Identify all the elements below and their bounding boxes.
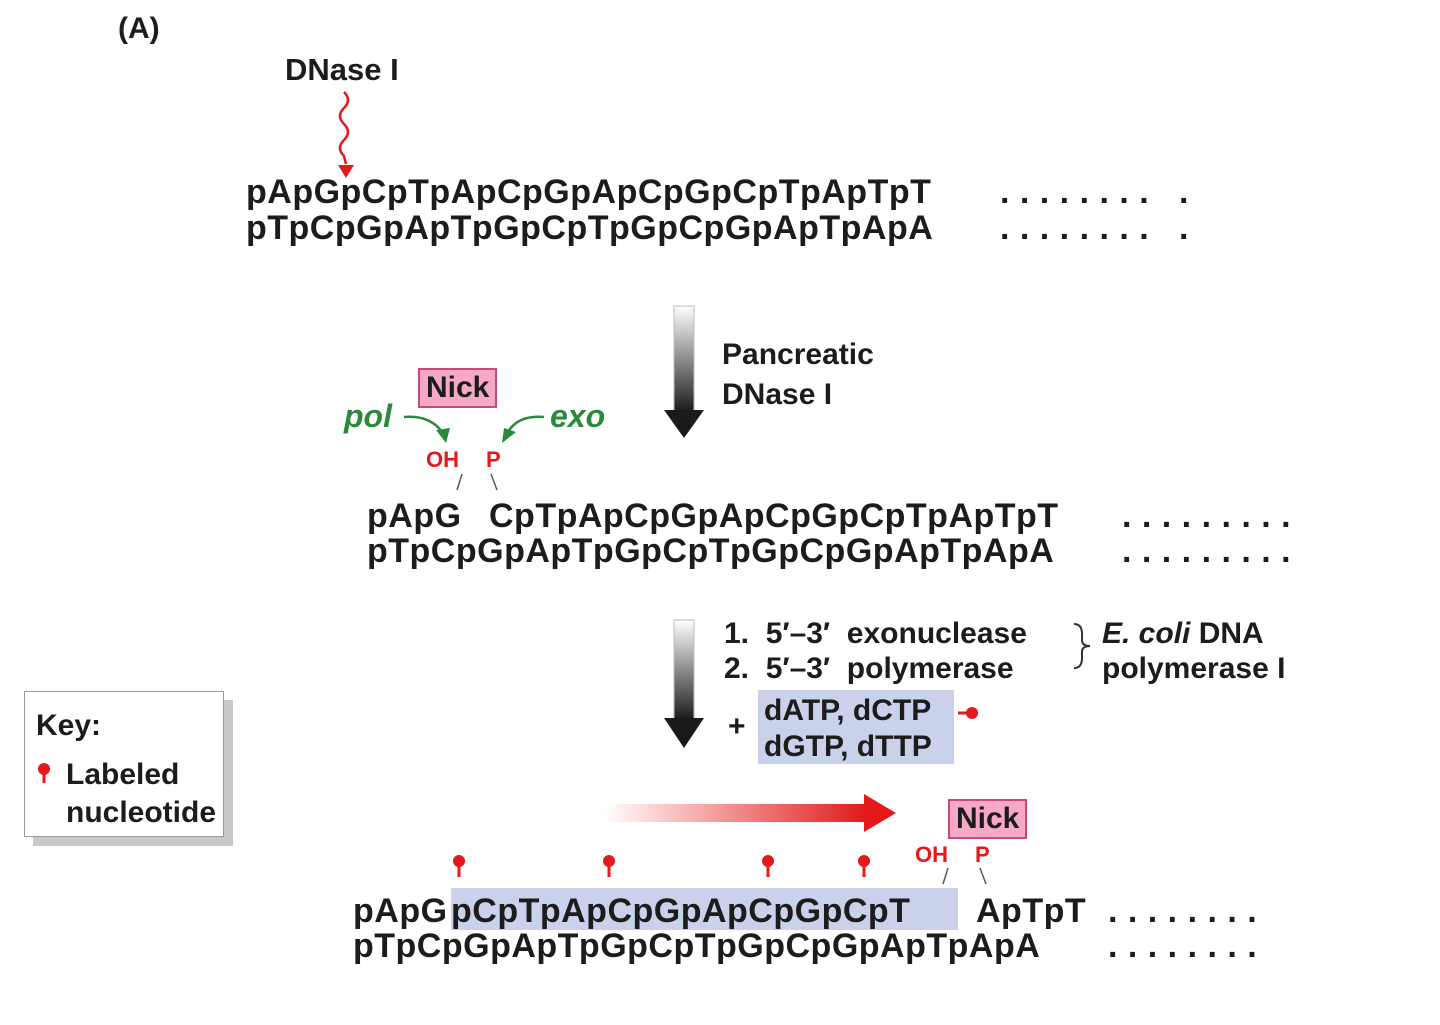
step2-top-suffix: ApTpT xyxy=(976,892,1087,930)
dntp-line2: dGTP, dTTP xyxy=(764,730,932,763)
step2-bottom-strand: pTpCpGpApTpGpCpTpGpCpGpApTpApA xyxy=(353,927,1041,965)
step1-top-right: CpTpApCpGpApCpGpCpTpApTpT xyxy=(489,497,1059,535)
pin-4 xyxy=(858,855,870,877)
step1-bottom-strand: pTpCpGpApTpGpCpTpGpCpGpApTpApA xyxy=(367,532,1055,570)
arrow1-label-line1: Pancreatic xyxy=(722,338,874,371)
arrow1-label-line2: DNase I xyxy=(722,378,833,411)
arrow2-step2: 2. 5′–3′ polymerase xyxy=(724,652,1014,685)
enzyme-italic: E. coli xyxy=(1102,617,1191,650)
arrow2-step1: 1. 5′–3′ exonuclease xyxy=(724,617,1027,650)
enzyme-name-line2: polymerase I xyxy=(1102,652,1286,685)
step1-top-dots: . . . . . . . . . xyxy=(1122,497,1292,535)
dnase-label: DNase I xyxy=(285,52,399,87)
pol-label: pol xyxy=(344,398,392,434)
key-item-line1: Labeled xyxy=(66,758,180,791)
p-label-2: P xyxy=(975,842,990,867)
step1-bottom-dots: . . . . . . . . . xyxy=(1122,532,1292,570)
pin-1 xyxy=(453,855,465,877)
new-strand-highlight xyxy=(451,888,958,930)
key-title: Key: xyxy=(36,709,102,742)
key-box xyxy=(24,691,224,837)
step0-top-dots: . . . . . . . . . xyxy=(1000,173,1189,211)
enzyme-rest: DNA xyxy=(1190,617,1264,650)
pin-3 xyxy=(762,855,774,877)
step0-top-strand: pApGpCpTpApCpGpApCpGpCpTpApTpT xyxy=(246,173,932,211)
pin-2 xyxy=(603,855,615,877)
dntp-line1: dATP, dCTP xyxy=(764,694,932,727)
step1-top-left: pApG xyxy=(367,497,462,535)
step0-bottom-strand: pTpCpGpApTpGpCpTpGpCpGpApTpApA xyxy=(246,209,934,247)
step2-top-prefix: pApG xyxy=(353,892,448,930)
oh-label-2: OH xyxy=(915,842,948,867)
dntp-box xyxy=(758,690,954,764)
step2-bottom-dots: . . . . . . . . xyxy=(1108,927,1258,965)
nick-box-1: Nick xyxy=(418,368,498,408)
step2-top-dots: . . . . . . . . xyxy=(1108,892,1258,930)
oh-label-1: OH xyxy=(426,447,459,472)
exo-label: exo xyxy=(550,398,606,434)
p-label-1: P xyxy=(486,447,501,472)
plus-sign: + xyxy=(728,710,746,743)
panel-label: (A) xyxy=(118,12,160,45)
step2-top-highlight: pCpTpApCpGpApCpGpCpT xyxy=(451,892,911,930)
enzyme-name-line1: E. coli DNA xyxy=(1102,617,1264,651)
key-item-line2: nucleotide xyxy=(66,796,217,829)
nick-box-2: Nick xyxy=(948,799,1028,839)
step0-bottom-dots: . . . . . . . . . xyxy=(1000,209,1189,247)
